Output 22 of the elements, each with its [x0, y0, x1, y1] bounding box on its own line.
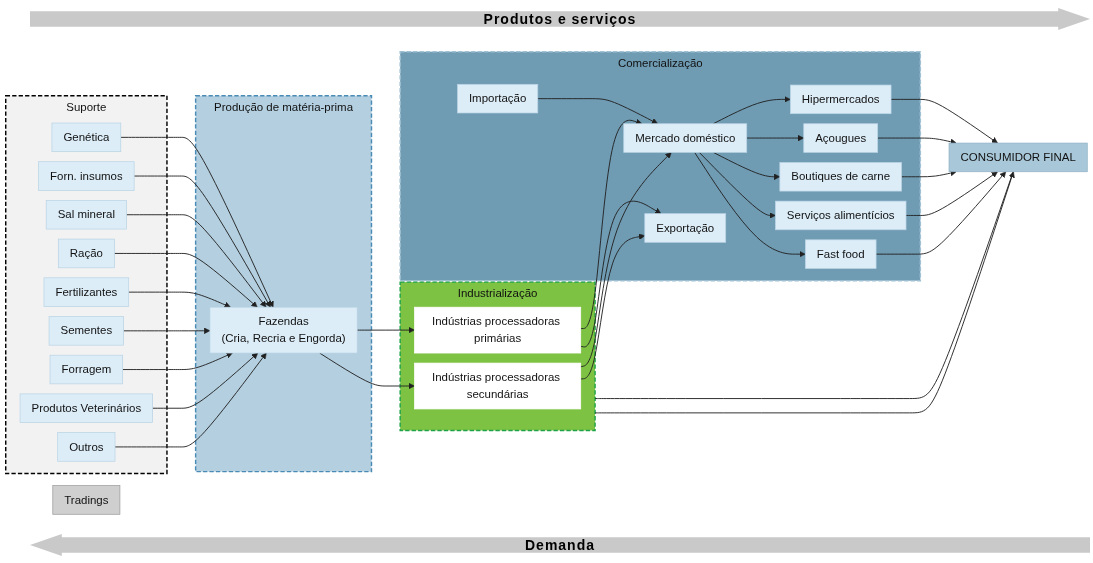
node-box: Sementes — [48, 316, 124, 346]
node-box: Serviços alimentícios — [775, 200, 907, 231]
node-box: Ração — [57, 238, 115, 269]
node-box: Indústrias processadoras primárias — [414, 306, 582, 354]
node-box: Exportação — [644, 213, 727, 243]
node-box: Mercado doméstico — [623, 123, 748, 153]
node-box: Forn. insumos — [38, 161, 135, 191]
node-box: CONSUMIDOR FINAL — [948, 142, 1088, 173]
node-box: Açougues — [803, 123, 879, 153]
node-box: Genética — [51, 122, 122, 153]
node-box: Hipermercados — [790, 84, 892, 115]
node-box: Boutiques de carne — [779, 162, 902, 192]
node-box: Sal mineral — [45, 200, 127, 230]
node-box: Produtos Veterinários — [19, 393, 153, 423]
node-box: Fertilizantes — [43, 277, 130, 307]
node-box: Outros — [57, 432, 116, 462]
node-box: Indústrias processadoras secundárias — [414, 362, 582, 410]
node-box: Fast food — [805, 239, 877, 269]
node-box: Forragem — [49, 354, 124, 385]
node-box: Importação — [457, 83, 539, 114]
node-box: Fazendas (Cria, Recria e Engorda) — [209, 306, 358, 354]
node-box: Tradings — [52, 485, 121, 515]
